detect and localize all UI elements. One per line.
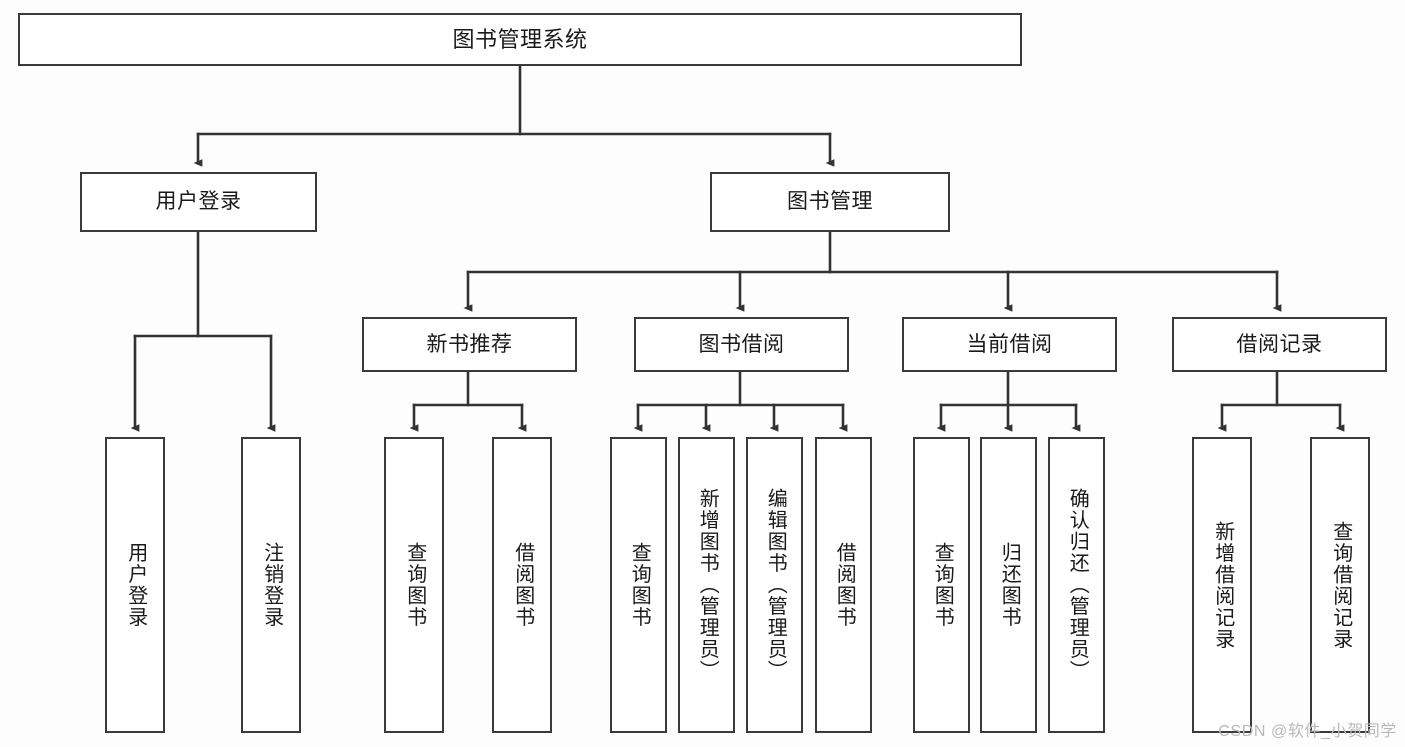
leaf-new-book-borrow[interactable]: 借阅图书: [492, 437, 552, 733]
node-new-book-recommend[interactable]: 新书推荐: [362, 317, 577, 372]
leaf-new-book-query[interactable]: 查询图书: [384, 437, 444, 733]
node-new-book-recommend-label: 新书推荐: [426, 332, 513, 356]
node-user-login[interactable]: 用户登录: [80, 172, 317, 232]
leaf-new-book-query-label: 查询图书: [403, 542, 426, 628]
node-book-borrow-label: 图书借阅: [698, 332, 785, 356]
leaf-user-login-logout[interactable]: 注销登录: [241, 437, 301, 733]
leaf-current-borrow-query[interactable]: 查询图书: [913, 437, 970, 733]
node-root-label: 图书管理系统: [452, 26, 588, 52]
leaf-current-borrow-return[interactable]: 归还图书: [980, 437, 1037, 733]
leaf-borrow-record-add-label: 新增借阅记录: [1211, 520, 1234, 650]
leaf-borrow-record-query-label: 查询借阅记录: [1329, 520, 1352, 650]
leaf-user-login-login[interactable]: 用户登录: [105, 437, 165, 733]
node-borrow-record-label: 借阅记录: [1236, 332, 1323, 356]
leaf-borrow-record-query[interactable]: 查询借阅记录: [1310, 437, 1370, 733]
leaf-book-borrow-query-label: 查询图书: [628, 542, 651, 628]
leaf-new-book-borrow-label: 借阅图书: [511, 542, 534, 628]
node-root[interactable]: 图书管理系统: [18, 13, 1022, 66]
leaf-current-borrow-query-label: 查询图书: [931, 542, 954, 628]
leaf-book-borrow-borrow-label: 借阅图书: [833, 542, 856, 628]
leaf-user-login-login-label: 用户登录: [124, 542, 147, 628]
leaf-book-borrow-edit[interactable]: 编辑图书（管理员）: [746, 437, 803, 733]
leaf-book-borrow-edit-label: 编辑图书（管理员）: [764, 488, 787, 682]
leaf-book-borrow-borrow[interactable]: 借阅图书: [815, 437, 872, 733]
leaf-current-borrow-confirm[interactable]: 确认归还（管理员）: [1048, 437, 1105, 733]
node-book-management-label: 图书管理: [787, 190, 873, 214]
node-user-login-label: 用户登录: [155, 190, 242, 214]
node-book-borrow[interactable]: 图书借阅: [634, 317, 849, 372]
leaf-book-borrow-add[interactable]: 新增图书（管理员）: [678, 437, 735, 733]
node-book-management[interactable]: 图书管理: [710, 172, 950, 232]
leaf-borrow-record-add[interactable]: 新增借阅记录: [1192, 437, 1252, 733]
csdn-watermark: CSDN @软件_小贺同学: [1218, 723, 1397, 740]
node-current-borrow-label: 当前借阅: [966, 332, 1053, 356]
leaf-book-borrow-add-label: 新增图书（管理员）: [696, 488, 719, 682]
leaf-current-borrow-confirm-label: 确认归还（管理员）: [1066, 488, 1089, 682]
node-current-borrow[interactable]: 当前借阅: [902, 317, 1117, 372]
leaf-user-login-logout-label: 注销登录: [260, 542, 283, 628]
leaf-current-borrow-return-label: 归还图书: [998, 542, 1021, 628]
leaf-book-borrow-query[interactable]: 查询图书: [610, 437, 667, 733]
node-borrow-record[interactable]: 借阅记录: [1172, 317, 1387, 372]
